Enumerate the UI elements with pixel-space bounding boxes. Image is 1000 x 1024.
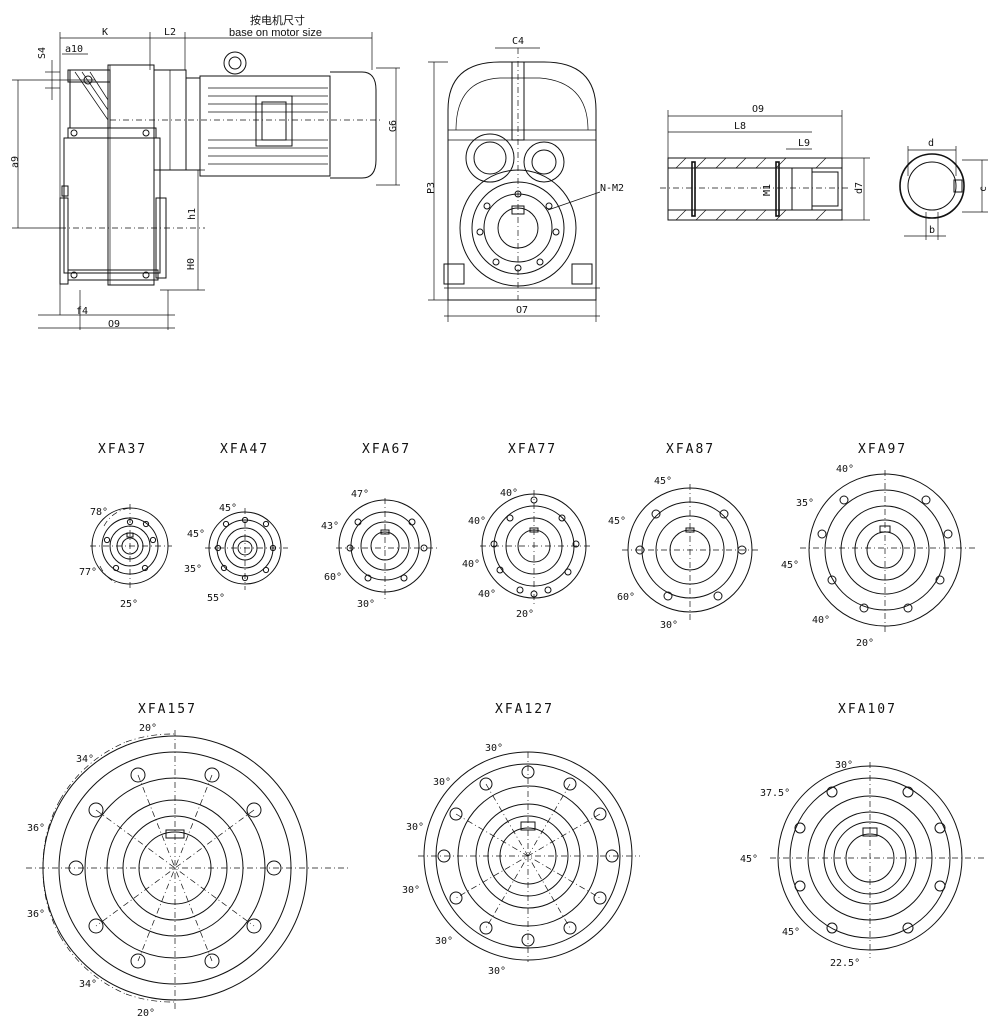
flange-title-xfa77: XFA77 [508,442,557,457]
flange-xfa67: XFA67 47° 43° 60° 30° [321,442,438,610]
flange-angle: 30° [435,936,453,947]
label-P3: P3 [426,182,437,194]
flange-xfa127: XFA127 30° 30° 30° 30° 30° 30° [402,702,640,977]
shaft-view: O9 L8 L9 M1 [660,104,989,240]
flange-title-xfa37: XFA37 [98,442,147,457]
label-C4: C4 [512,36,524,47]
flange-angle: 30° [406,822,424,833]
label-G6: G6 [388,120,399,132]
flange-angle: 55° [207,593,225,604]
flange-angle: 43° [321,521,339,532]
flange-angle: 30° [357,599,375,610]
label-c: c [978,186,989,192]
base-label-cn: 按电机尺寸 [250,13,305,27]
flange-angle: 45° [219,503,237,514]
flange-angle: 60° [324,572,342,583]
front-view: C4 N-M2 P3 O7 [426,36,624,322]
flange-angle: 45° [187,529,205,540]
flange-angle: 40° [468,516,486,527]
flange-angle: 35° [184,564,202,575]
flange-angle: 45° [782,927,800,938]
flange-angle: 20° [516,609,534,620]
flange-title-xfa87: XFA87 [666,442,715,457]
flange-angle: 22.5° [830,958,860,969]
flange-xfa37: XFA37 78° 77° 25° [79,442,172,610]
label-S4: S4 [37,47,48,59]
flange-title-xfa47: XFA47 [220,442,269,457]
flange-angle: 30° [488,966,506,977]
label-L8: L8 [734,121,746,132]
label-O7: O7 [516,305,528,316]
flange-xfa107: XFA107 30° 37.5° 45° 45° 22.5° [740,702,985,969]
flange-title-xfa127: XFA127 [495,702,554,717]
flange-title-xfa97: XFA97 [858,442,907,457]
flange-title-xfa67: XFA67 [362,442,411,457]
flange-xfa157: XFA157 20° 34° 36° 36° 34° 20° [26,702,348,1019]
label-O9: O9 [108,319,120,330]
label-b: b [929,225,935,236]
flange-angle: 37.5° [760,788,790,799]
label-d: d [928,138,934,149]
flange-angle: 20° [856,638,874,649]
flange-angle: 35° [796,498,814,509]
flange-angle: 30° [433,777,451,788]
flange-angle: 45° [740,854,758,865]
base-label-en: base on motor size [229,27,322,39]
label-H0: H0 [186,258,197,270]
flange-angle: 45° [781,560,799,571]
label-f4: f4 [76,306,88,317]
flange-angle: 30° [835,760,853,771]
flange-angle: 47° [351,489,369,500]
flange-angle: 60° [617,592,635,603]
flange-angle: 34° [76,754,94,765]
flange-xfa87: XFA87 45° 45° 60° 30° [608,442,760,631]
flange-angle: 40° [836,464,854,475]
flange-angle: 78° [90,507,108,518]
shaft-hatch-top [675,157,827,221]
flange-angle: 40° [812,615,830,626]
flange-angle: 36° [27,909,45,920]
flange-angle: 45° [654,476,672,487]
flange-angle: 34° [79,979,97,990]
label-L9: L9 [798,138,810,149]
flange-title-xfa157: XFA157 [138,702,197,717]
flange-angle: 30° [485,743,503,754]
label-L2: L2 [164,27,176,38]
label-a9: a9 [10,156,21,168]
label-shaft-O9: O9 [752,104,764,115]
label-a10: a10 [65,44,83,55]
flange-angle: 30° [660,620,678,631]
flange-angle: 20° [139,723,157,734]
flange-angle: 30° [402,885,420,896]
label-N-M2: N-M2 [600,183,624,194]
flange-angle: 40° [478,589,496,600]
flange-xfa47: XFA47 45° 45° 35° 55° [184,442,288,604]
label-d7: d7 [854,182,865,194]
flange-angle: 36° [27,823,45,834]
flange-angle: 77° [79,567,97,578]
side-view: 按电机尺寸 base on motor size K L2 a10 S4 a9 [10,13,400,330]
flange-xfa77: XFA77 40° 40° 40° 40° 20° [462,442,590,620]
label-h1: h1 [187,208,198,220]
label-K: K [102,27,108,38]
flange-angle: 20° [137,1008,155,1019]
flange-xfa97: XFA97 40° 35° 45° 40° 20° [781,442,975,649]
flange-angle: 40° [462,559,480,570]
label-M1: M1 [762,184,773,196]
flange-title-xfa107: XFA107 [838,702,897,717]
flange-angle: 40° [500,488,518,499]
flange-angle: 45° [608,516,626,527]
flange-angle: 25° [120,599,138,610]
